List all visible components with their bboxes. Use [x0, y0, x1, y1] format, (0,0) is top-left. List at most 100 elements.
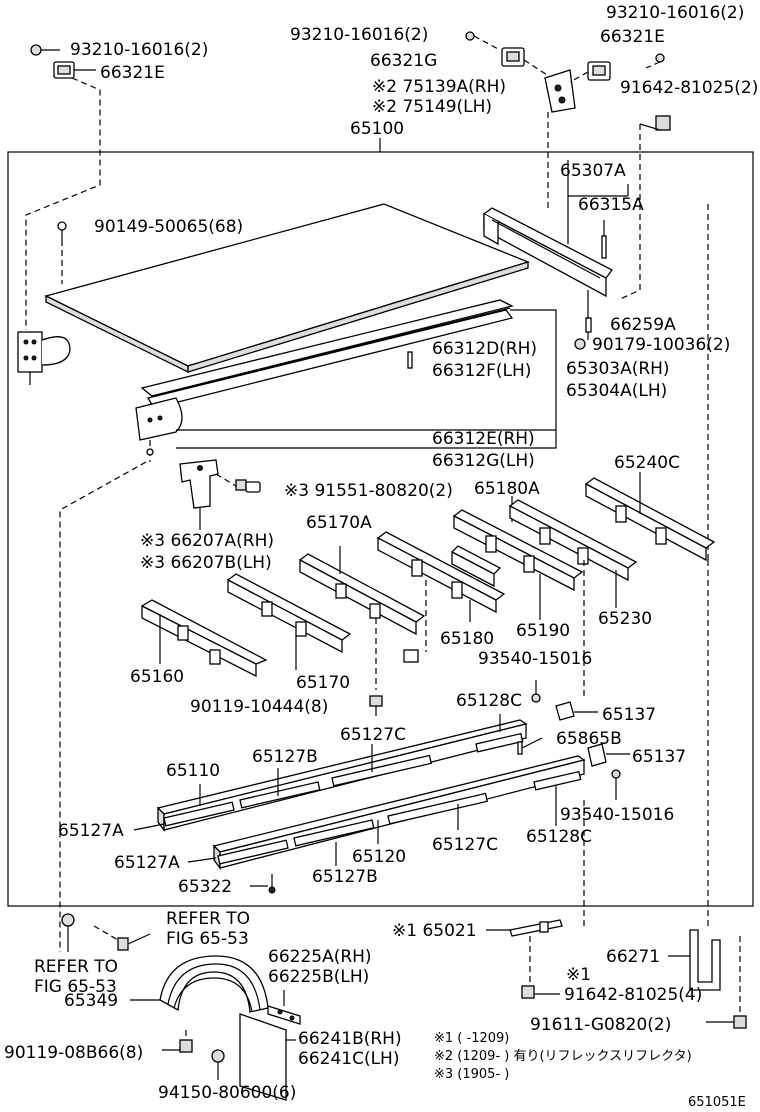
bolt-91551	[235, 479, 261, 493]
label-65127B-b: 65127B	[312, 867, 378, 887]
label-65180A: 65180A	[474, 479, 540, 499]
filler-65127B-b	[293, 819, 375, 847]
label-93540-a: 93540-15016	[478, 649, 592, 669]
label-75149: ※2 75149(LH)	[372, 97, 492, 117]
label-91551: ※3 91551-80820(2)	[284, 481, 453, 501]
label-66225A: 66225A(RH)	[268, 947, 372, 967]
label-91642-bot-note: ※1	[566, 965, 591, 985]
label-65170: 65170	[296, 673, 350, 693]
bracket-65021	[509, 919, 563, 937]
filler-65127C-a	[331, 754, 433, 787]
label-65180: 65180	[440, 629, 494, 649]
mudflap-66241B	[239, 1013, 287, 1101]
label-65127C-a: 65127C	[340, 725, 406, 745]
clip-66259A	[585, 317, 592, 333]
label-93540-b: 93540-15016	[560, 805, 674, 825]
pin-65322	[268, 874, 276, 894]
bolt-90119-08B66	[179, 1039, 193, 1053]
label-90119-10444: 90119-10444(8)	[190, 697, 328, 717]
bolt-91642-top	[639, 115, 671, 131]
label-66207A: ※3 66207A(RH)	[140, 531, 274, 551]
label-66312F: 66312F(LH)	[432, 361, 531, 381]
screw-93540-b	[611, 769, 621, 779]
block-66321E-left	[53, 61, 96, 79]
label-refer-2b: FIG 65-53	[34, 977, 117, 997]
cross-member-65180A	[452, 509, 584, 592]
label-66241C: 66241C(LH)	[298, 1049, 399, 1069]
label-93210-tr: 93210-16016(2)	[606, 3, 744, 23]
label-66312E: 66312E(RH)	[432, 429, 535, 449]
label-65021: ※1 65021	[392, 921, 477, 941]
label-65120: 65120	[352, 847, 406, 867]
bracket-small-65180	[403, 649, 419, 663]
bolt-93210-left	[30, 44, 60, 56]
cross-member-65170	[226, 573, 352, 654]
label-65190: 65190	[516, 621, 570, 641]
label-66321E-tl: 66321E	[100, 63, 165, 83]
cross-member-65160	[140, 599, 268, 678]
label-65304A: 65304A(LH)	[566, 381, 667, 401]
side-rail-65303A	[135, 299, 514, 441]
filler-65128C-a	[475, 732, 524, 753]
clip-66312D	[407, 351, 413, 369]
label-93210-tl: 93210-16016(2)	[70, 40, 208, 60]
label-65137-b: 65137	[632, 747, 686, 767]
label-65128C-b: 65128C	[526, 827, 592, 847]
u-bracket-66271	[689, 929, 721, 991]
label-65303A: 65303A(RH)	[566, 359, 670, 379]
hinge-75139A	[544, 69, 576, 113]
label-refer-2a: REFER TO	[34, 957, 118, 977]
cross-member-65190	[450, 545, 502, 588]
label-refer-1a: REFER TO	[166, 909, 250, 929]
hinge-bracket-left	[17, 331, 71, 385]
front-rail-65307A	[482, 207, 613, 298]
nut-90179	[574, 338, 586, 350]
label-91642-bot: 91642-81025(4)	[564, 985, 702, 1005]
bolt-90119-10444	[369, 695, 383, 716]
screw-90149	[57, 221, 67, 240]
filler-65127A-b	[217, 839, 289, 865]
label-93210-tc: 93210-16016(2)	[290, 25, 428, 45]
clip-65137-a	[555, 701, 575, 721]
cross-member-65170A	[298, 553, 426, 636]
filler-65127A-a	[163, 801, 235, 827]
label-66207B: ※3 66207B(LH)	[140, 553, 272, 573]
label-65128C-a: 65128C	[456, 691, 522, 711]
clip-66312E	[146, 448, 154, 456]
pin-66315A	[601, 235, 607, 259]
label-91611: 91611-G0820(2)	[530, 1015, 671, 1035]
label-65127A-a: 65127A	[58, 821, 124, 841]
cross-member-65180	[376, 531, 506, 614]
filler-65127C-b	[387, 792, 489, 825]
floor-panel	[44, 203, 530, 374]
label-65160: 65160	[130, 667, 184, 687]
label-65240C: 65240C	[614, 453, 680, 473]
label-65137-a: 65137	[602, 705, 656, 725]
filler-65128C-b	[533, 770, 582, 791]
screw-93540-a	[531, 693, 541, 703]
label-65110: 65110	[166, 761, 220, 781]
label-66241B: 66241B(RH)	[298, 1029, 402, 1049]
clip-65137-b	[587, 743, 607, 767]
clip-65865B	[517, 741, 523, 755]
label-66321E-tr: 66321E	[600, 27, 665, 47]
cross-member-65230	[508, 499, 638, 582]
label-66312D: 66312D(RH)	[432, 339, 537, 359]
note-1: ※1 ( -1209)	[434, 1031, 509, 1046]
label-65127A-b: 65127A	[114, 853, 180, 873]
label-65170A: 65170A	[306, 513, 372, 533]
bolt-refer-2	[117, 933, 151, 951]
label-90179: 90179-10036(2)	[592, 335, 730, 355]
label-65307A: 65307A	[560, 161, 626, 181]
label-90149: 90149-50065(68)	[94, 217, 243, 237]
label-66259A: 66259A	[610, 315, 676, 335]
label-65230: 65230	[598, 609, 652, 629]
label-94150: 94150-80600(6)	[158, 1083, 296, 1103]
label-75139A: ※2 75139A(RH)	[372, 77, 506, 97]
label-65100: 65100	[350, 119, 404, 139]
label-66321G: 66321G	[370, 51, 437, 71]
nut-94150	[211, 1049, 225, 1063]
label-66271: 66271	[606, 947, 660, 967]
label-90119-08B66: 90119-08B66(8)	[4, 1043, 143, 1063]
